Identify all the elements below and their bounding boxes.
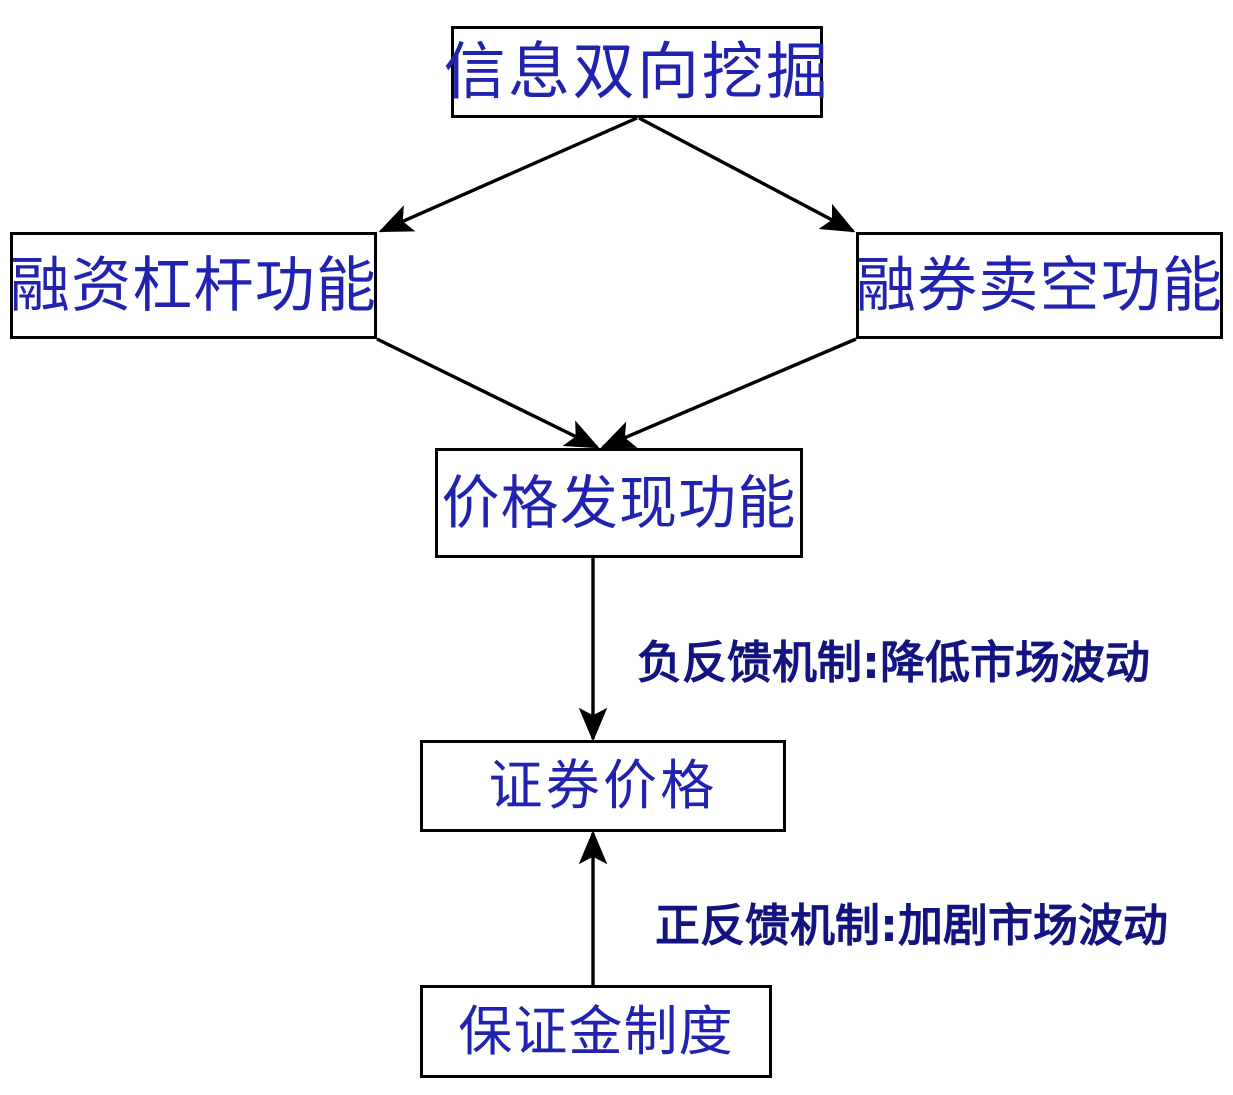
node-short-sell-label: 融券卖空功能	[855, 250, 1224, 321]
node-margin-lever-label: 融资杠杆功能	[9, 250, 378, 321]
edge-info-mining-to-short-sell	[638, 116, 856, 233]
node-info-mining-label: 信息双向挖掘	[443, 35, 831, 108]
edge-label-negative-feedback: 负反馈机制:降低市场波动	[637, 636, 1150, 689]
node-margin-system-label: 保证金制度	[458, 999, 734, 1063]
edge-margin-lever-to-price-disc	[376, 337, 600, 449]
node-price-discovery[interactable]: 价格发现功能	[435, 448, 803, 558]
node-short-sell[interactable]: 融券卖空功能	[856, 232, 1223, 339]
node-info-mining[interactable]: 信息双向挖掘	[444, 26, 828, 118]
node-price-discovery-label: 价格发现功能	[441, 469, 797, 537]
edge-label-positive-feedback: 正反馈机制:加剧市场波动	[655, 899, 1168, 952]
edge-short-sell-to-price-disc	[600, 337, 857, 449]
edge-info-mining-to-margin-lever	[378, 116, 638, 233]
node-security-price[interactable]: 证券价格	[420, 740, 786, 832]
node-margin-system[interactable]: 保证金制度	[420, 985, 772, 1078]
node-security-price-label: 证券价格	[488, 754, 718, 817]
node-margin-lever[interactable]: 融资杠杆功能	[10, 232, 377, 339]
